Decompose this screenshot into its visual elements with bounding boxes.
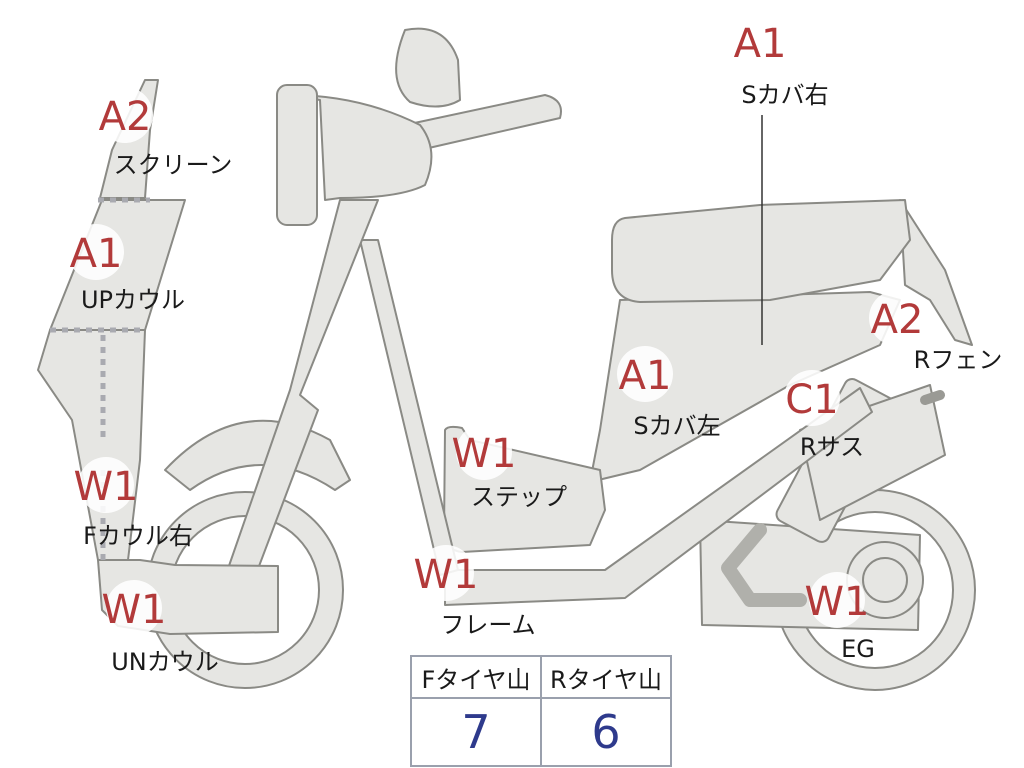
rear-tire-header: Rタイヤ山: [540, 655, 672, 699]
marker-side-cover-left: A1 Sカバ左: [617, 346, 721, 440]
front-fender-shape: [164, 419, 351, 491]
label-under-cowl: UNカウル: [111, 648, 219, 676]
label-frame: フレーム: [440, 611, 535, 639]
label-side-cover-left: Sカバ左: [633, 412, 720, 440]
grade-side-cover-left: A1: [619, 353, 672, 399]
grade-front-cowl-right: W1: [74, 464, 139, 510]
grade-step: W1: [452, 431, 517, 477]
marker-upper-cowl: A1 UPカウル: [68, 224, 185, 314]
tread-header-row: Fタイヤ山 Rタイヤ山: [410, 655, 672, 699]
label-upper-cowl: UPカウル: [81, 286, 185, 314]
rear-tire-value: 6: [540, 697, 672, 767]
grade-frame: W1: [414, 552, 479, 598]
marker-screen: A2 スクリーン: [97, 87, 232, 179]
label-engine: EG: [841, 635, 875, 663]
grade-rear-fender: A2: [871, 297, 924, 343]
label-rear-suspension: Rサス: [800, 433, 864, 461]
frame-shape: [444, 387, 873, 606]
label-step: ステップ: [471, 483, 567, 511]
handlebar: [276, 27, 562, 226]
front-tire-value: 7: [410, 697, 542, 767]
label-rear-fender: Rフェン: [914, 346, 1003, 374]
grade-rear-suspension: C1: [785, 377, 838, 423]
marker-frame: W1 フレーム: [414, 545, 536, 639]
marker-engine: W1 EG: [805, 572, 875, 663]
engine-block: [699, 519, 924, 631]
grade-screen: A2: [99, 94, 152, 140]
marker-step: W1 ステップ: [452, 424, 567, 511]
grade-under-cowl: W1: [102, 587, 167, 633]
label-screen: スクリーン: [114, 151, 233, 179]
marker-under-cowl: W1 UNカウル: [102, 580, 219, 676]
seat-shape: [611, 199, 911, 303]
marker-rear-suspension: C1 Rサス: [784, 370, 864, 461]
tire-tread-table: Fタイヤ山 Rタイヤ山 7 6: [410, 655, 672, 767]
grade-side-cover-right: A1: [734, 21, 787, 67]
marker-side-cover-right: A1 Sカバ右: [732, 14, 829, 109]
marker-front-cowl-right: W1 Fカウル右: [74, 457, 193, 550]
front-tire-header: Fタイヤ山: [410, 655, 542, 699]
rear-fender-shape: [899, 199, 973, 346]
frame-tube: [359, 239, 459, 576]
tread-value-row: 7 6: [410, 697, 672, 767]
grade-engine: W1: [805, 579, 870, 625]
grade-upper-cowl: A1: [70, 231, 123, 277]
label-side-cover-right: Sカバ右: [741, 81, 828, 109]
label-front-cowl-right: Fカウル右: [83, 522, 193, 550]
marker-rear-fender: A2 Rフェン: [869, 290, 1002, 374]
front-fork-shape: [221, 199, 379, 591]
